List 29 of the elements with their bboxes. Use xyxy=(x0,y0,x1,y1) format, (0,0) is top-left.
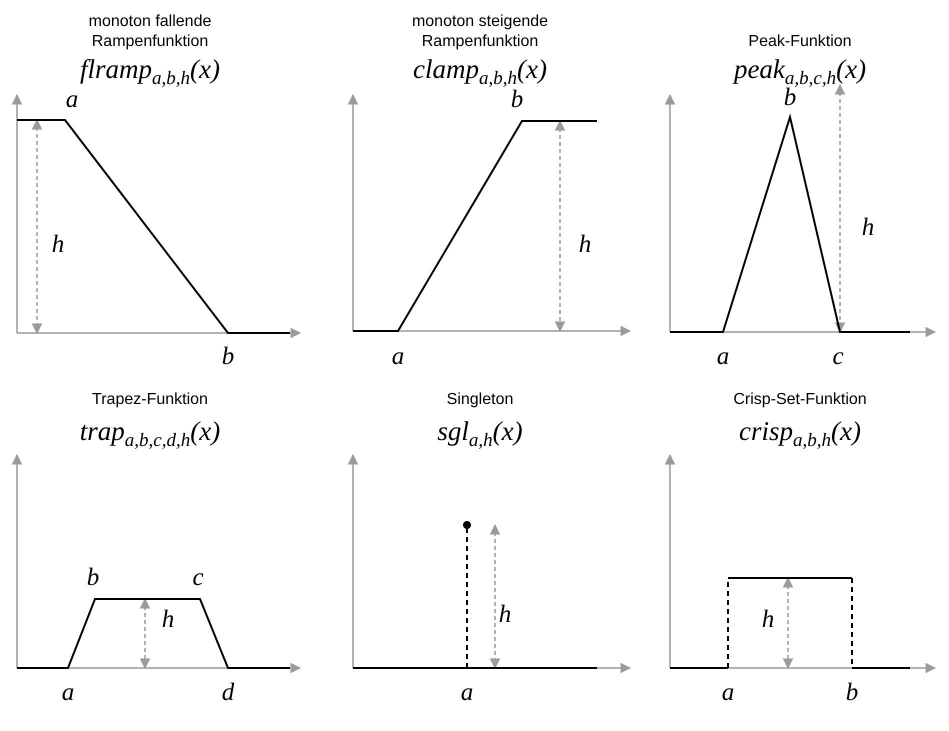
function-formula: sgl$_{a,h}$(x) xyxy=(437,416,523,452)
parameter-label: b xyxy=(846,679,858,707)
panel-title: monoton steigende Rampenfunktion xyxy=(410,12,550,52)
parameter-label: a xyxy=(722,679,734,707)
parameter-label: d xyxy=(222,679,234,707)
parameter-label: b xyxy=(222,343,234,371)
parameter-label: c xyxy=(832,343,844,371)
parameter-label: b xyxy=(784,84,796,112)
function-formula: crisp$_{a,b,h}$(x) xyxy=(739,416,861,452)
panel-title: Trapez-Funktion xyxy=(91,390,209,410)
panel-title: Singleton xyxy=(446,390,514,410)
function-formula: flramp$_{a,b,h}$(x) xyxy=(80,54,220,90)
parameter-label: a xyxy=(460,679,474,707)
panel-title: Crisp-Set-Funktion xyxy=(732,390,868,410)
parameter-label: a xyxy=(62,679,74,707)
parameter-label: h xyxy=(498,601,512,629)
panel-title: Peak-Funktion xyxy=(747,32,853,52)
parameter-label: a xyxy=(392,343,404,371)
parameter-label: h xyxy=(162,606,174,634)
panel-title: monoton fallende Rampenfunktion xyxy=(88,12,212,52)
parameter-label: h xyxy=(578,231,592,259)
function-formula: trap$_{a,b,c,d,h}$(x) xyxy=(80,416,220,452)
parameter-label: a xyxy=(716,343,730,371)
parameter-label: h xyxy=(862,214,874,242)
parameter-label: a xyxy=(66,86,78,114)
parameter-label: c xyxy=(192,564,204,592)
parameter-label: h xyxy=(762,606,774,634)
parameter-label: b xyxy=(86,564,100,592)
parameter-label: h xyxy=(52,231,64,259)
